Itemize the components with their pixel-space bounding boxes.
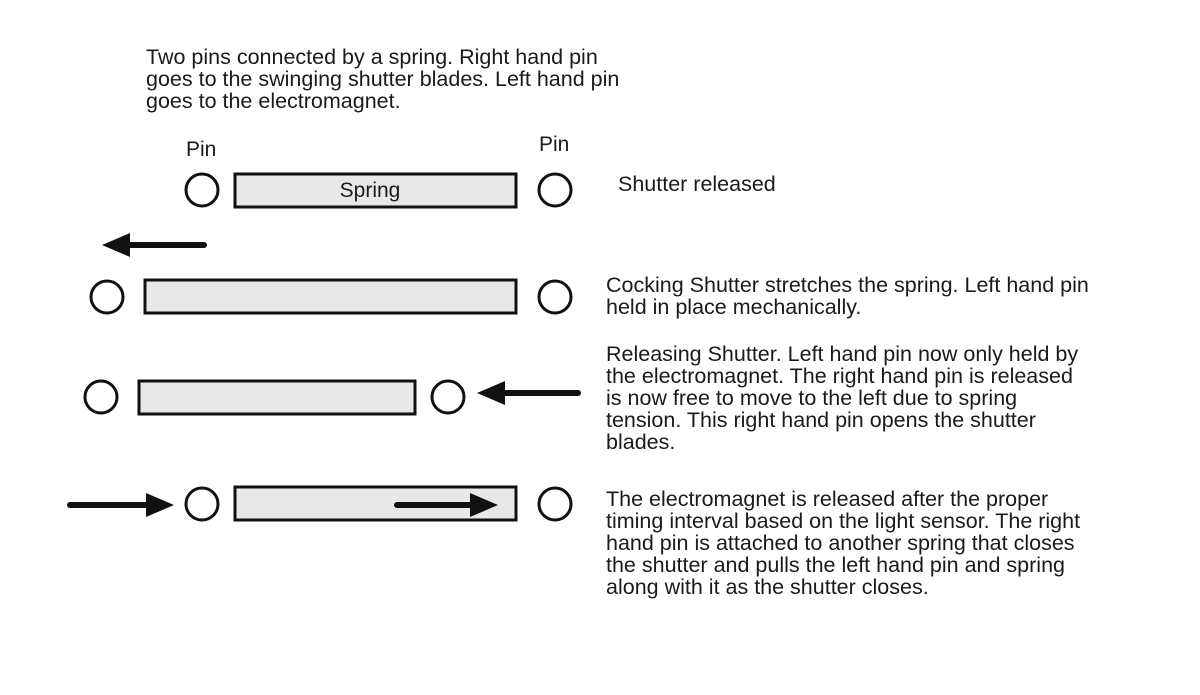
left-pin [184,486,220,522]
step-released-text: Shutter released [618,172,776,196]
step-cocking-text: Cocking Shutter stretches the spring. Le… [606,273,1089,319]
right-pin [537,486,573,522]
right-pin [537,172,573,208]
row-released: Spring [184,172,573,209]
inner-arrow [394,493,498,517]
spring-bar [143,278,518,315]
spring-bar [137,379,417,416]
step-releasing-text: Releasing Shutter. Left hand pin now onl… [606,342,1079,454]
arrow-head [470,493,498,517]
left-pin [89,279,125,315]
intro-text: Two pins connected by a spring. Right ha… [146,45,620,113]
left-pin [184,172,220,208]
cocking-arrow [102,233,207,257]
arrow-head [477,381,505,405]
left-pin [83,379,119,415]
spring-bar [233,172,518,209]
right-pin [537,279,573,315]
row-closing [67,485,573,522]
step-closing-text: The electromagnet is released after the … [606,487,1081,599]
spring-label: Spring [340,179,401,202]
row-cocking [89,278,573,315]
right-pin [430,379,466,415]
release-arrow [477,381,581,405]
push-arrow [67,493,174,517]
arrow-head [146,493,174,517]
pin-label-left: Pin [186,138,217,161]
pin-label-right: Pin [539,133,570,156]
spring-bar [233,485,518,522]
arrow-head [102,233,130,257]
row-releasing [83,379,581,416]
